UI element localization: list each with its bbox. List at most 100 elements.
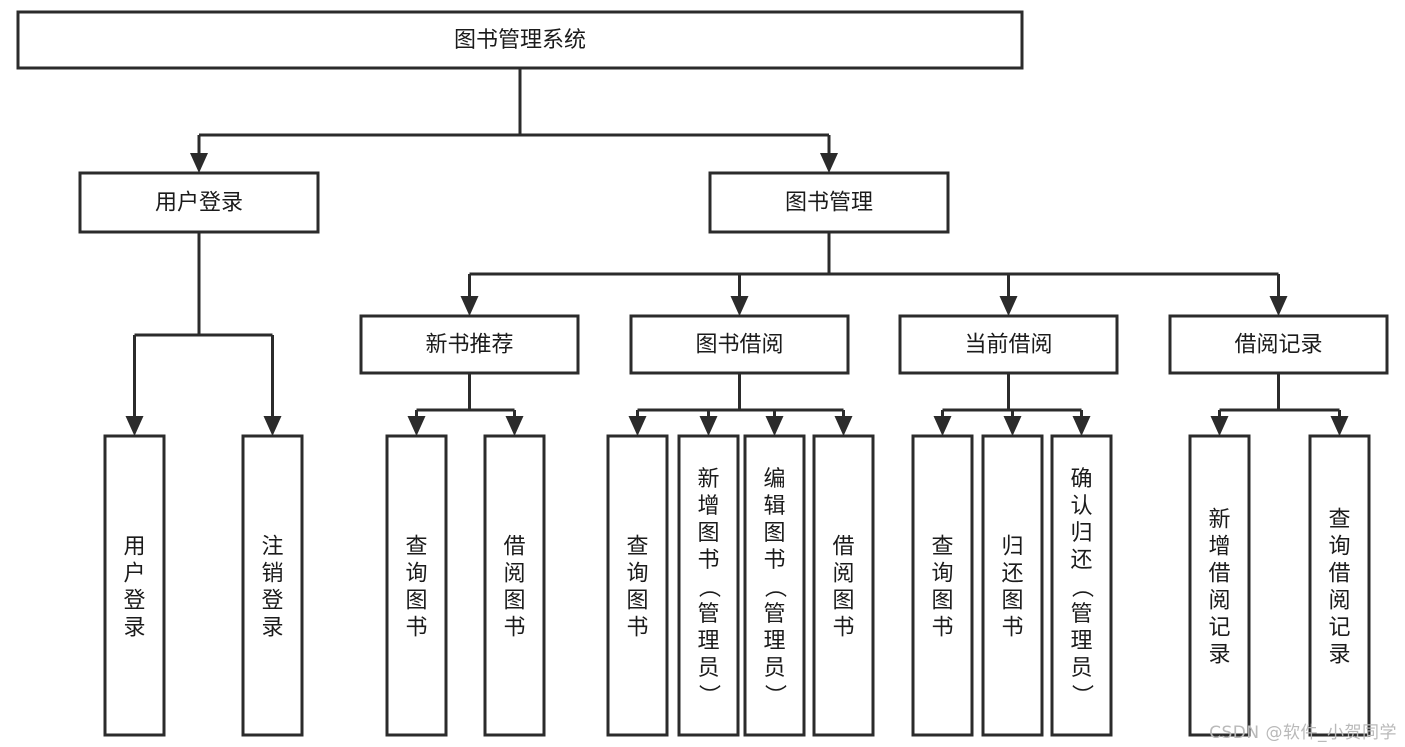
node-label-char: 书: [626, 616, 648, 641]
node-current[interactable]: 当前借阅: [898, 314, 1119, 375]
node-label-char: 书: [405, 616, 427, 641]
node-label-char: 书: [1001, 616, 1023, 641]
node-label-char: 询: [1328, 535, 1350, 560]
node-label-records: 借阅记录: [1234, 333, 1322, 358]
node-label-char: （: [762, 576, 787, 598]
node-label-char: 记: [1208, 616, 1230, 641]
node-label-char: 员: [763, 656, 785, 681]
node-box-bookmgmt[interactable]: [708, 171, 950, 234]
node-records[interactable]: 借阅记录: [1168, 314, 1389, 375]
arrow-head-icon-leaf-12: [1210, 416, 1229, 436]
arrow-head-icon-leaf-9: [933, 416, 952, 436]
node-box-leaf-8[interactable]: [812, 434, 875, 737]
node-label-char: 图: [763, 521, 785, 546]
node-label-char: 借: [503, 535, 525, 560]
arrow-head-icon-borrow: [730, 296, 749, 316]
arrow-head-icon-leaf-13: [1330, 416, 1349, 436]
node-label-char: 注: [261, 535, 283, 560]
arrow-head-icon-leaf-7: [765, 416, 784, 436]
arrow-head-icon-leaf-11: [1072, 416, 1091, 436]
node-label-char: 销: [261, 562, 283, 587]
node-bookmgmt[interactable]: 图书管理: [708, 171, 950, 234]
node-label-char: 登: [261, 589, 283, 614]
node-label-char: 图: [1001, 589, 1023, 614]
node-label-char: 询: [405, 562, 427, 587]
node-box-leaf-13[interactable]: [1308, 434, 1371, 737]
node-label-char: 阅: [832, 562, 854, 587]
node-box-leaf-5[interactable]: [606, 434, 669, 737]
node-label-char: 图: [931, 589, 953, 614]
node-box-leaf-10[interactable]: [981, 434, 1044, 737]
node-box-leaf-4[interactable]: [483, 434, 546, 737]
node-label-char: 阅: [1328, 589, 1350, 614]
node-label-char: 户: [123, 562, 145, 587]
node-label-char: 新: [697, 467, 719, 492]
node-label-char: 阅: [503, 562, 525, 587]
node-label-char: 书: [697, 548, 719, 573]
node-label-char: 借: [1328, 562, 1350, 587]
arrow-head-icon-current: [999, 296, 1018, 316]
node-label-char: 查: [931, 535, 953, 560]
node-label-char: 还: [1001, 562, 1023, 587]
arrow-head-icon-bookmgmt: [820, 153, 838, 173]
node-box-leaf-11[interactable]: [1050, 434, 1113, 737]
node-box-leaf-6[interactable]: [677, 434, 740, 737]
node-label-char: 还: [1070, 548, 1092, 573]
node-label-char: 管: [1070, 602, 1092, 627]
node-label-bookmgmt: 图书管理: [785, 191, 873, 216]
arrow-head-icon-leaf-6: [699, 416, 718, 436]
node-box-root[interactable]: [16, 10, 1024, 70]
node-box-borrow[interactable]: [629, 314, 850, 375]
node-newbook[interactable]: 新书推荐: [359, 314, 580, 375]
node-label-char: 员: [1070, 656, 1092, 681]
node-label-char: 理: [697, 629, 719, 654]
node-box-current[interactable]: [898, 314, 1119, 375]
node-label-newbook: 新书推荐: [425, 333, 513, 358]
arrow-head-icon-newbook: [460, 296, 479, 316]
node-login[interactable]: 用户登录: [78, 171, 320, 234]
node-label-char: 记: [1328, 616, 1350, 641]
node-box-newbook[interactable]: [359, 314, 580, 375]
node-borrow[interactable]: 图书借阅: [629, 314, 850, 375]
node-label-char: 员: [697, 656, 719, 681]
arrow-head-icon-leaf-10: [1003, 416, 1022, 436]
node-label-char: 录: [1328, 643, 1350, 668]
node-label-login: 用户登录: [155, 191, 243, 216]
node-label-char: 录: [123, 616, 145, 641]
node-label-char: （: [1069, 576, 1094, 598]
node-box-leaf-12[interactable]: [1188, 434, 1251, 737]
node-label-char: 确: [1070, 467, 1092, 492]
node-label-char: 归: [1070, 521, 1092, 546]
node-label-char: ）: [1069, 684, 1094, 706]
node-box-leaf-3[interactable]: [385, 434, 448, 737]
node-label-char: 书: [832, 616, 854, 641]
node-label-current: 当前借阅: [964, 333, 1052, 358]
node-label-root: 图书管理系统: [454, 28, 586, 53]
connector-lines: [125, 68, 1349, 436]
node-label-char: 询: [931, 562, 953, 587]
node-leaf-1[interactable]: 用户登录: [103, 434, 166, 737]
node-label-char: 增: [1208, 535, 1230, 560]
node-label-char: （: [696, 576, 721, 598]
node-box-login[interactable]: [78, 171, 320, 234]
node-box-leaf-2[interactable]: [241, 434, 304, 737]
node-box-leaf-9[interactable]: [911, 434, 974, 737]
node-box-leaf-7[interactable]: [743, 434, 806, 737]
node-box-records[interactable]: [1168, 314, 1389, 375]
node-root[interactable]: 图书管理系统: [16, 10, 1024, 70]
node-box-leaf-1[interactable]: [103, 434, 166, 737]
node-label-char: 图: [503, 589, 525, 614]
